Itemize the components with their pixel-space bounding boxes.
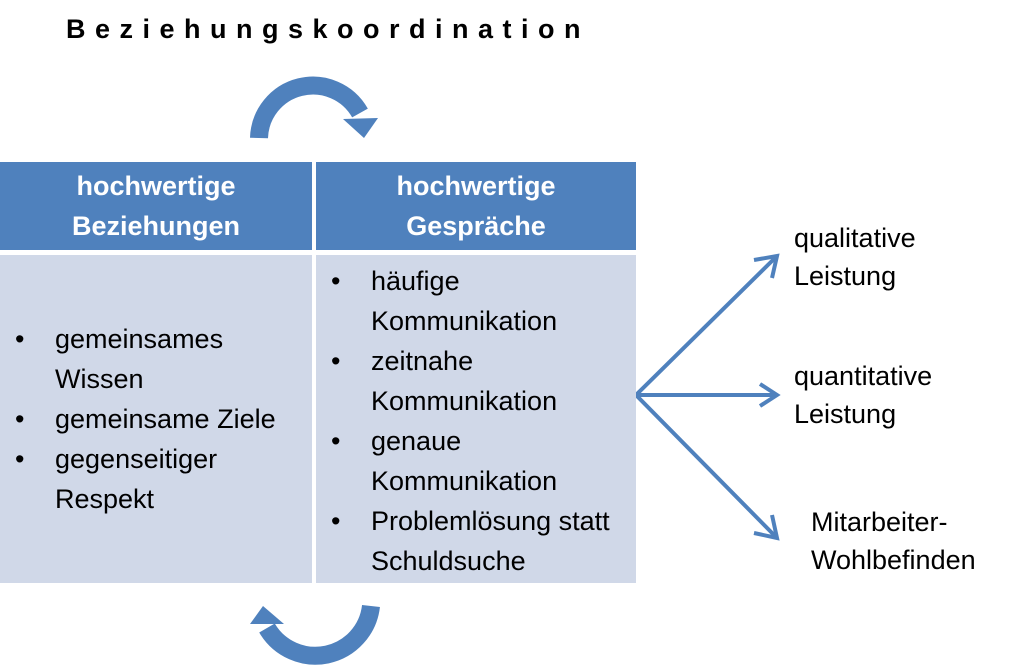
outcome-qualitative: qualitative Leistung xyxy=(794,219,916,295)
header-beziehungen: hochwertige Beziehungen xyxy=(0,162,312,250)
header-line: Beziehungen xyxy=(71,211,240,241)
list-item: gemeinsame Ziele xyxy=(0,399,300,439)
header-line: Gespräche xyxy=(406,211,546,241)
cycle-arrow-bottom-icon xyxy=(250,604,380,665)
header-line: hochwertige xyxy=(396,171,556,201)
outcome-line: quantitative xyxy=(794,361,933,391)
arrow-to-qualitative xyxy=(634,255,778,397)
list-item: zeitnahe Kommunikation xyxy=(316,341,591,421)
list-item: gegenseitiger Respekt xyxy=(0,439,245,519)
arrow-to-wellbeing xyxy=(634,393,778,539)
cycle-arrow-top-icon xyxy=(250,76,378,139)
header-line: hochwertige xyxy=(76,171,236,201)
header-gespraeche: hochwertige Gespräche xyxy=(316,162,636,250)
list-item: häufige Kommunikation xyxy=(316,261,591,341)
list-item: genaue Kommunikation xyxy=(316,421,591,501)
outcome-arrows xyxy=(634,253,781,541)
list-item: Problemlösung statt Schuldsuche xyxy=(316,501,611,581)
outcome-line: Leistung xyxy=(794,261,897,291)
outcome-line: Wohlbefinden xyxy=(811,545,976,575)
body-gespraeche: häufige Kommunikation zeitnahe Kommunika… xyxy=(316,255,636,583)
list-item: gemeinsames Wissen xyxy=(0,319,235,399)
body-beziehungen: gemeinsames Wissen gemeinsame Ziele gege… xyxy=(0,255,312,583)
outcome-line: Mitarbeiter- xyxy=(811,507,948,537)
outcome-line: qualitative xyxy=(794,223,916,253)
outcome-quantitative: quantitative Leistung xyxy=(794,357,932,433)
outcome-wellbeing: Mitarbeiter- Wohlbefinden xyxy=(811,503,976,579)
outcome-line: Leistung xyxy=(794,399,897,429)
diagram-title: Beziehungskoordination xyxy=(66,14,591,44)
